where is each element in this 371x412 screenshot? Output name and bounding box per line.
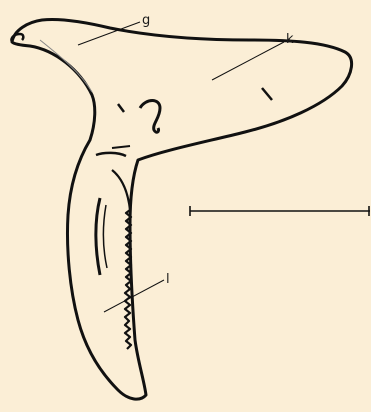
inner-ridge-outer — [96, 198, 100, 275]
inner-ridge-inner — [103, 205, 107, 268]
label-l: l — [166, 272, 170, 287]
scale-bar — [190, 206, 370, 216]
dash-mark-1 — [262, 88, 272, 100]
label-k: k — [286, 32, 294, 47]
arm-groove — [96, 153, 126, 156]
leader-line-g — [78, 22, 140, 45]
serrated-margin — [112, 170, 131, 349]
curl-mark — [140, 101, 160, 133]
label-g: g — [142, 13, 150, 28]
dash-mark-2 — [118, 104, 124, 112]
specimen-outline — [12, 19, 352, 399]
dash-mark-3 — [112, 146, 130, 148]
leader-line-k — [212, 42, 284, 80]
